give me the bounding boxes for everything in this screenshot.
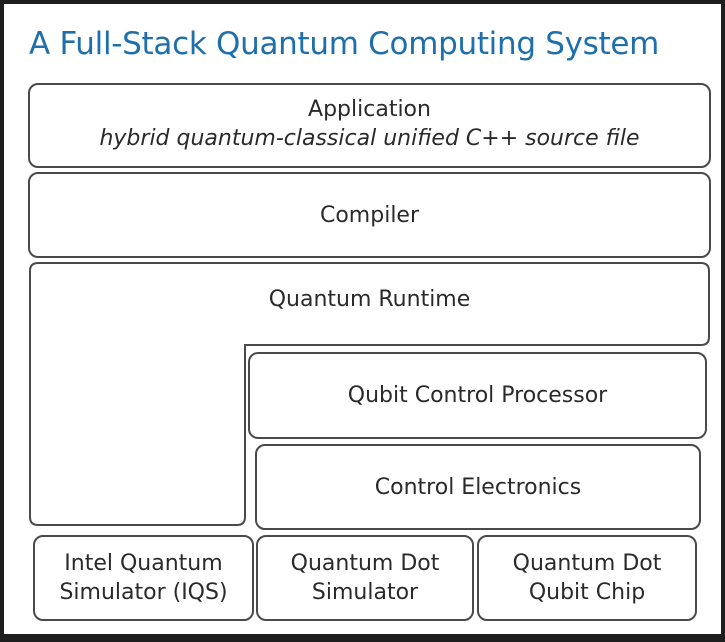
quantum-runtime-label: Quantum Runtime [268, 287, 471, 312]
application-label: Application [308, 97, 431, 122]
diagram-title: A Full-Stack Quantum Computing System [29, 26, 660, 62]
backend-label-line1: Intel Quantum [64, 551, 223, 576]
compiler-layer: Compiler [28, 172, 711, 258]
backend-quantum-dot-simulator: Quantum Dot Simulator [256, 535, 474, 621]
backend-label-line1: Quantum Dot [290, 551, 440, 576]
application-sublabel: hybrid quantum-classical unified C++ sou… [99, 126, 640, 151]
control-electronics-layer: Control Electronics [255, 444, 701, 530]
backend-intel-quantum-simulator: Intel Quantum Simulator (IQS) [33, 535, 254, 621]
backend-label-line2: Simulator [311, 580, 419, 605]
compiler-label: Compiler [319, 202, 420, 228]
backend-label-line2: Qubit Chip [528, 580, 646, 605]
control-electronics-label: Control Electronics [374, 474, 582, 500]
qubit-control-processor-layer: Qubit Control Processor [248, 352, 707, 439]
backend-label-line2: Simulator (IQS) [59, 580, 228, 605]
qubit-control-processor-label: Qubit Control Processor [347, 383, 608, 408]
backend-quantum-dot-qubit-chip: Quantum Dot Qubit Chip [477, 535, 697, 621]
backend-label-line1: Quantum Dot [512, 551, 662, 576]
slide: A Full-Stack Quantum Computing System Ap… [4, 4, 721, 634]
application-layer: Application hybrid quantum-classical uni… [28, 83, 711, 168]
